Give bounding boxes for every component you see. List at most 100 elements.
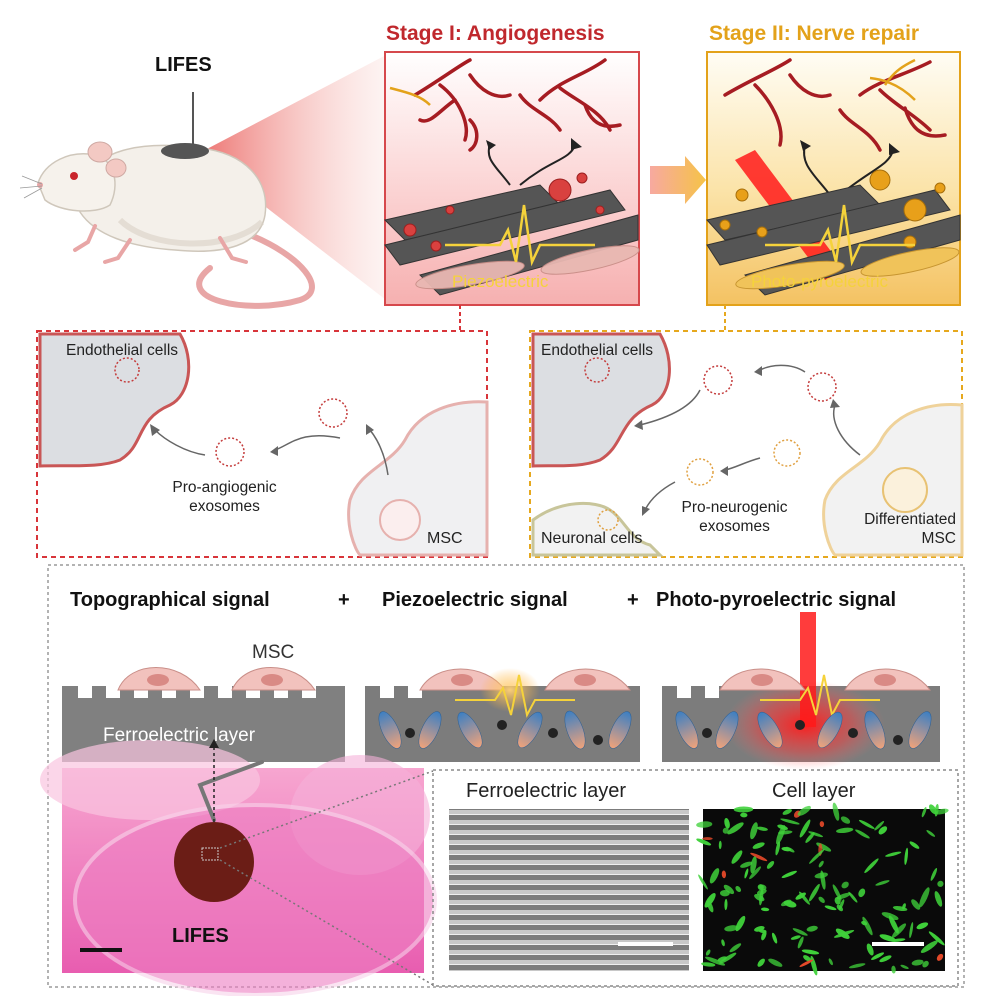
fluorescent-cell (778, 830, 793, 835)
fluorescent-cell (750, 822, 758, 840)
fluorescent-cell (721, 939, 725, 947)
fluorescent-cell (797, 805, 811, 816)
fluorescent-cell (740, 812, 748, 818)
fluorescent-cell (740, 861, 753, 868)
fluorescent-cell (696, 821, 713, 828)
fluorescent-cell (824, 905, 837, 911)
fluorescent-cell (777, 824, 789, 830)
fluorescent-cell (936, 953, 944, 961)
endothelial-label-1: Endothelial cells (66, 341, 186, 360)
fluorescent-cell (808, 883, 820, 902)
ferroelectric-layer-label: Ferroelectric layer (103, 725, 256, 746)
fluorescent-cell (702, 837, 713, 841)
piezoelectric-signal-label: Piezoelectric signal (382, 589, 568, 611)
topographical-signal-label: Topographical signal (70, 589, 270, 611)
fluorescent-cell (780, 899, 792, 907)
fluorescent-cell (768, 958, 783, 967)
fluorescent-cell (752, 842, 765, 849)
fluorescent-cell (921, 806, 927, 818)
plus-sign-1: + (338, 589, 350, 611)
fluorescent-cell (916, 922, 929, 930)
fluorescent-cell (874, 821, 885, 831)
fluorescent-cell (848, 891, 858, 903)
fluorescent-cell (818, 860, 824, 868)
fluorescent-cell (776, 825, 786, 845)
fluorescent-cell (750, 856, 757, 874)
stage2-title: Stage II: Nerve repair (709, 22, 920, 45)
fluorescent-cell (750, 852, 768, 862)
exosome-text-2: Pro-neurogenic exosomes (681, 499, 788, 535)
fluorescent-cell (836, 827, 854, 834)
micrograph-right-title: Cell layer (772, 780, 856, 802)
fluorescent-cell (758, 929, 767, 933)
fluorescent-cell (780, 818, 800, 825)
lifes-photo-label: LIFES (172, 925, 229, 947)
cell-layer-micrograph (696, 802, 949, 976)
exosome-text-1: Pro-angiogenic exosomes (172, 479, 277, 515)
fluorescent-cell (888, 915, 899, 934)
fluorescent-cell (724, 898, 728, 911)
fluorescent-cell (782, 809, 792, 815)
fluorescent-cell (819, 821, 825, 828)
endothelial-text-2: Endothelial cells (541, 342, 654, 359)
fluorescent-cell (864, 858, 879, 873)
fluorescent-cell (771, 932, 778, 944)
fluorescent-cell (775, 841, 781, 856)
fluorescent-cell (928, 931, 945, 946)
fluorescent-cell (828, 958, 833, 966)
fluorescent-cell (757, 884, 764, 891)
fluorescent-cell (701, 962, 716, 967)
fluorescent-cell (733, 806, 754, 813)
fluorescent-cell (809, 848, 825, 864)
fluorescent-cell (781, 870, 797, 878)
fluorescent-cell (719, 890, 730, 897)
fluorescent-cell (814, 872, 828, 879)
fluorescent-cell (727, 822, 744, 835)
fluorescent-cell (878, 826, 888, 835)
fluorescent-cell (919, 887, 930, 908)
fluorescent-cell (836, 892, 851, 900)
fluorescent-cell (792, 928, 808, 936)
fluorescent-cell (795, 892, 806, 900)
stage1-title: Stage I: Angiogenesis (386, 22, 605, 45)
fluorescent-cell (757, 958, 765, 967)
fluorescent-cell (818, 896, 825, 903)
fluorescent-cell (885, 851, 902, 857)
fluorescent-cell (934, 891, 943, 907)
fluorescent-cell (909, 922, 914, 939)
stage2-signal-label: Photo-pyroelectric (751, 272, 889, 291)
fluorescent-cell (799, 819, 811, 838)
endothelial-label-2: Endothelial cells (541, 341, 661, 360)
endothelial-text-1: Endothelial cells (66, 342, 179, 359)
fluorescent-cell (735, 886, 742, 893)
fluorescent-cell (790, 935, 801, 940)
fluorescent-cell (799, 959, 814, 967)
fluorescent-cell (858, 819, 875, 829)
fluorescent-cell (805, 832, 815, 843)
fluorescent-cell (881, 912, 899, 921)
fluorescent-cell (709, 868, 720, 884)
fluorescent-cell (862, 916, 873, 936)
fluorescent-cell (719, 952, 737, 964)
fluorescent-cell (871, 952, 885, 960)
fluorescent-cell (756, 888, 767, 896)
fluorescent-cell (696, 838, 712, 846)
fluorescent-cell (909, 841, 920, 849)
fluorescent-cell (698, 874, 708, 890)
fluorescent-cell (930, 867, 938, 881)
fluorescent-cell (926, 830, 936, 837)
fluorescent-cell (911, 899, 921, 910)
fluorescent-cell (836, 904, 844, 912)
neuronal-label: Neuronal cells (541, 530, 643, 547)
device-label: LIFES (155, 54, 212, 76)
exosome-label-1: Pro-angiogenic exosomes (157, 478, 292, 516)
fluorescent-cell (744, 868, 749, 879)
fluorescent-cell (922, 960, 929, 968)
fluorescent-cell (891, 965, 896, 974)
fluorescent-cell (729, 943, 742, 953)
fluorescent-cell (766, 860, 775, 869)
fluorescent-cell (840, 816, 851, 824)
fluorescent-cell (835, 928, 850, 939)
fluorescent-cell (722, 827, 729, 834)
